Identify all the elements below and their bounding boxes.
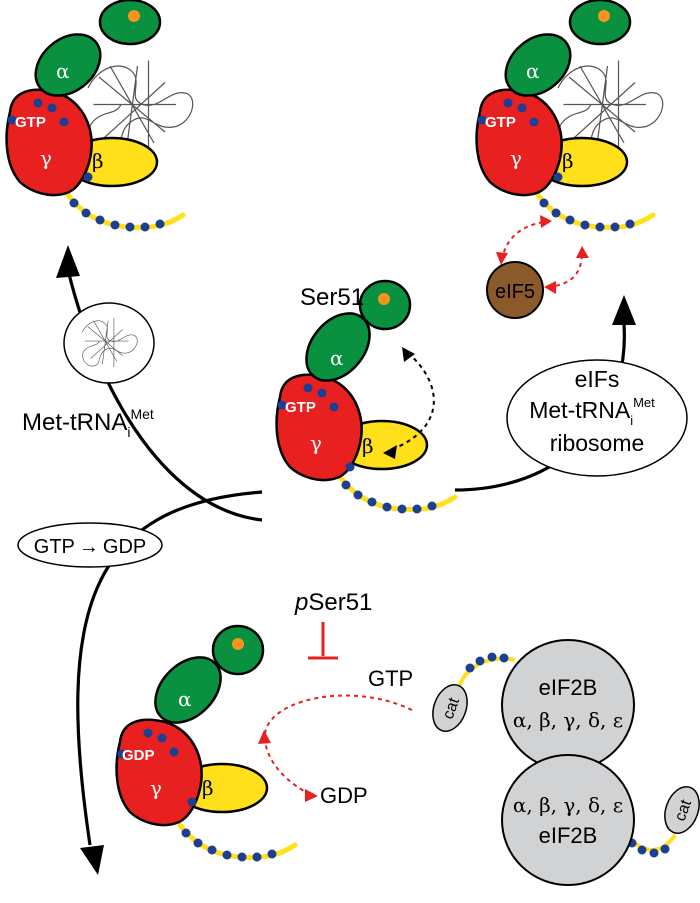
eif5-dashed-arrow-upper [501, 221, 546, 261]
alpha-subunit-head [98, 0, 162, 46]
arrowhead-top-right [612, 295, 636, 325]
ser51-site [232, 638, 244, 650]
eif5-arrowhead-lower-a [576, 246, 589, 258]
eif2b-bottom-subunits: α, β, γ, δ, ε [513, 793, 623, 817]
beta-label: β [92, 149, 104, 173]
eif5-arrowhead-upper-b [496, 252, 508, 265]
alpha-label: α [330, 346, 344, 370]
eifs-met-trna-label: Met-tRNAiMet [529, 395, 655, 428]
pser51-label: pSer51 [294, 589, 372, 616]
ribosome-label: ribosome [550, 430, 645, 456]
cat-label-bottom: cat [672, 797, 695, 823]
ser51-site [128, 10, 140, 22]
beta-label: β [362, 434, 374, 458]
arrow-to-bottom-gdp [76, 490, 263, 846]
gdp-free-label: GDP [320, 783, 368, 808]
nucleotide-label: GDP [122, 747, 155, 764]
gamma-label: γ [150, 776, 162, 800]
ser51-site [598, 10, 610, 22]
eifs-bubble [506, 359, 688, 477]
eif2b-top: cat eIF2B α, β, γ, δ, ε [432, 639, 635, 771]
gtp-hydrolysis-label: GTP→GDP [34, 536, 146, 558]
alpha-subunit-body [504, 33, 572, 97]
eif2b-top-name: eIF2B [539, 675, 598, 700]
beta-tail-chain [68, 195, 183, 232]
alpha-label: α [526, 59, 540, 83]
met-trna-bubble [63, 302, 155, 384]
nucleotide-label: GTP [485, 114, 516, 131]
eif2-complex-top-left: α γ β GTP [5, 0, 194, 232]
eif5-arrowhead-lower-b [544, 281, 556, 294]
gamma-label: γ [510, 146, 522, 170]
alpha-subunit-body [154, 656, 222, 724]
eif2-complex-bottom-gdp: α γ β GDP [115, 624, 295, 862]
eif5-label: eIF5 [495, 281, 535, 303]
eif2b-top-subunits: α, β, γ, δ, ε [513, 708, 623, 732]
conformation-arrowhead-top [402, 347, 415, 362]
eif2b-bottom-body [501, 754, 635, 886]
cat-domain-top [432, 684, 468, 732]
conformation-dashed-arrow [389, 352, 435, 451]
gamma-label: γ [310, 431, 322, 455]
eif5-factor [486, 261, 544, 319]
beta-tail-chain [340, 477, 455, 514]
ser51-site [378, 293, 390, 305]
met-trna-label: Met-tRNAiMet [22, 406, 154, 440]
beta-label: β [562, 149, 574, 173]
eif2-complex-center: α γ β GTP [275, 279, 455, 514]
exchange-arrowhead-top [258, 730, 271, 744]
eif2b-bottom-name: eIF2B [539, 823, 598, 848]
gtp-free-label: GTP [368, 666, 413, 691]
ser51-label: Ser51 [300, 284, 364, 311]
alpha-label: α [178, 687, 192, 711]
cat-domain-bottom [664, 786, 700, 834]
alpha-subunit-body [34, 33, 102, 97]
beta-tail-chain [538, 195, 653, 232]
alpha-label: α [56, 59, 70, 83]
exchange-dashed-arrow [263, 694, 413, 796]
eif5-arrowhead-upper-a [540, 215, 552, 228]
nucleotide-label: GTP [285, 399, 316, 416]
beta-label: β [202, 776, 214, 800]
alpha-subunit-head [568, 0, 632, 46]
nucleotide-label: GTP [15, 114, 46, 131]
eif2b-bottom: cat α, β, γ, δ, ε eIF2B [501, 754, 700, 886]
alpha-subunit-head [358, 279, 412, 331]
gamma-subunit [115, 718, 203, 827]
eifs-label: eIFs [575, 366, 620, 392]
arrowhead-bottom-gdp [80, 845, 104, 875]
beta-tail-chain [180, 825, 295, 862]
eif2b-top-body [501, 639, 635, 771]
eif2-complex-top-right: α γ β GTP [475, 0, 664, 232]
gamma-label: γ [40, 146, 52, 170]
cat-label-top: cat [440, 695, 463, 721]
gtp-hydrolysis-bubble [17, 522, 163, 568]
arrowhead-top-left [56, 245, 80, 278]
exchange-arrowhead-bottom [305, 789, 318, 802]
conformation-arrowhead-bottom [383, 445, 397, 459]
